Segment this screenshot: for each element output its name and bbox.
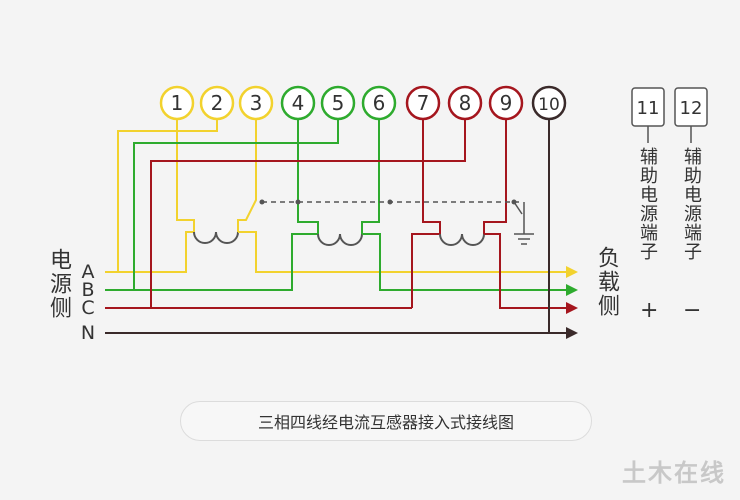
- phase-label-a: A: [82, 261, 95, 283]
- link-node: [387, 199, 393, 205]
- terminal-1-circle: [159, 85, 195, 121]
- aux-terminal-12-sign: −: [683, 298, 702, 323]
- ct-c-coil: [439, 233, 485, 246]
- aux-terminal-11-label-num: 11: [637, 98, 660, 119]
- aux-terminal-11-label: 辅助电源端子: [637, 147, 658, 261]
- wire-t4: [297, 119, 319, 234]
- terminal-7-circle: [405, 85, 441, 121]
- terminal-3-label: 3: [250, 91, 263, 115]
- switch-blade: [513, 201, 523, 215]
- aux-terminal-12-label: 辅助电源端子: [681, 147, 702, 261]
- terminal-4-circle: [280, 85, 316, 121]
- wire-phase-a-primary-out: [238, 231, 568, 273]
- aux-terminal-12-label-num: 12: [680, 98, 703, 119]
- terminal-4-label: 4: [292, 91, 305, 115]
- terminal-5-label: 5: [332, 91, 345, 115]
- terminal-7-label: 7: [417, 91, 430, 115]
- source-side-label: 电源侧: [46, 248, 71, 320]
- wire-t3: [237, 119, 257, 232]
- terminal-1-label: 1: [171, 91, 184, 115]
- link-node: [295, 199, 301, 205]
- wire-t7: [422, 119, 441, 234]
- phase-label-b: B: [81, 279, 94, 301]
- wires-layer: [105, 119, 578, 339]
- terminal-2-circle: [199, 85, 235, 121]
- arrow-phase-a: [566, 266, 578, 278]
- terminal-5-circle: [320, 85, 356, 121]
- ct-a-coil: [193, 231, 239, 244]
- terminal-3-circle: [238, 85, 274, 121]
- wire-t6: [361, 119, 380, 234]
- link-node: [259, 199, 265, 205]
- diagram-caption: 三相四线经电流互感器接入式接线图: [180, 401, 592, 441]
- load-side-label: 负载侧: [594, 246, 619, 318]
- wire-phase-c-primary-out: [484, 233, 568, 309]
- watermark-logo: 土木在线: [622, 459, 726, 487]
- ct-b-coil: [317, 233, 363, 246]
- terminal-8-label: 8: [459, 91, 472, 115]
- aux-terminal-11-sign: +: [640, 298, 659, 323]
- phase-label-c: C: [81, 297, 94, 319]
- terminal-2-label: 2: [211, 91, 224, 115]
- terminal-9-label: 9: [500, 91, 513, 115]
- phase-label-n: N: [81, 322, 95, 344]
- terminal-10-circle: [531, 85, 567, 121]
- terminal-8-circle: [447, 85, 483, 121]
- terminal-9-circle: [488, 85, 524, 121]
- wire-t1: [176, 119, 195, 232]
- arrow-phase-b: [566, 284, 578, 296]
- wire-t5: [133, 119, 339, 290]
- wire-phase-c-primary-in: [411, 233, 440, 308]
- terminal-6-label: 6: [373, 91, 386, 115]
- arrow-phase-c: [566, 302, 578, 314]
- wire-phase-b-primary-out: [362, 233, 568, 291]
- terminal-10-label: 10: [538, 95, 560, 115]
- arrow-neutral: [566, 327, 578, 339]
- terminal-6-circle: [361, 85, 397, 121]
- wire-phase-a-primary-in: [105, 231, 194, 273]
- wire-t9: [483, 119, 507, 234]
- wire-t2: [117, 119, 218, 272]
- wire-t8: [150, 119, 466, 308]
- wire-phase-b-primary-in: [105, 233, 318, 291]
